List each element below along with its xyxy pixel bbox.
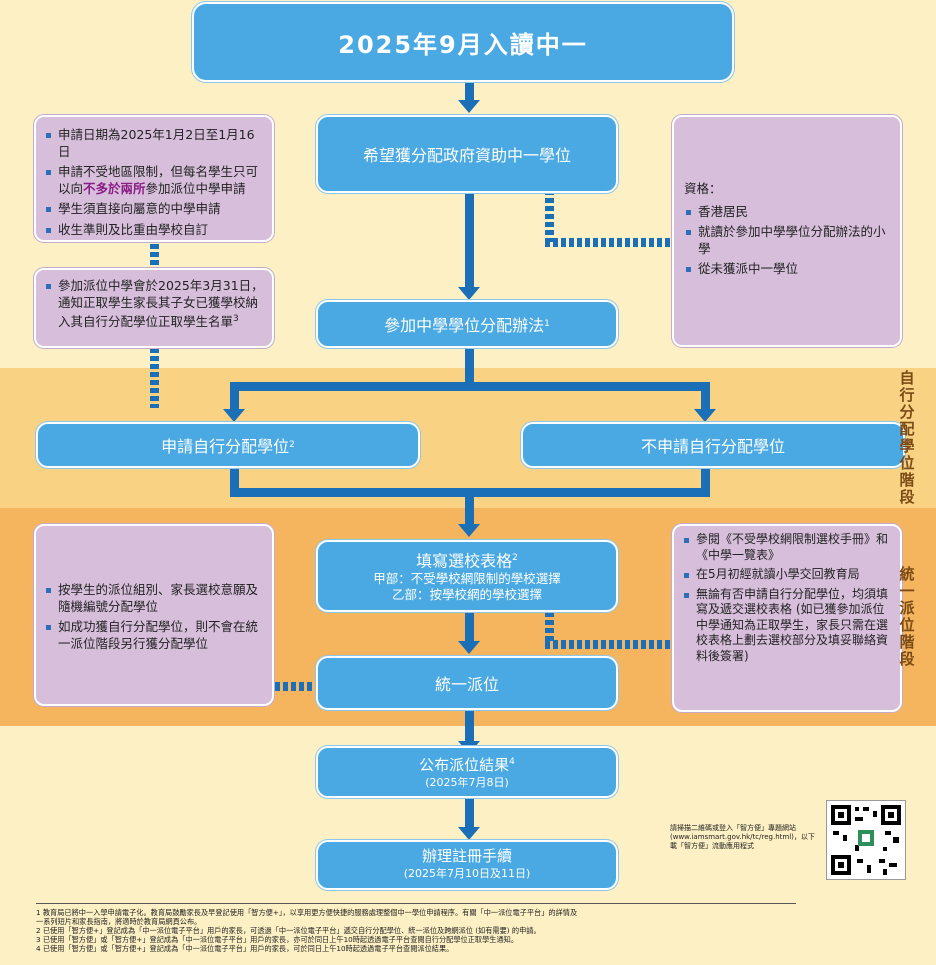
connector [465, 190, 474, 288]
title-box: 2025年9月入讀中一 [192, 2, 734, 82]
dotted-connector [150, 244, 159, 268]
step-announce-label: 公布派位結果 [419, 756, 510, 774]
step-not-apply-dp-box: 不申請自行分配學位 [521, 422, 905, 468]
footnote-ref: 3 [233, 314, 239, 324]
arrow-down-icon [458, 524, 480, 537]
note-successful-applicants: 參加派位中學會於2025年3月31日，通知正取學生家長其子女已獲學校納入其自行分… [34, 268, 274, 348]
list-item: 參閱《不受學校網限制選校手冊》和《中學一覽表》 [682, 532, 892, 563]
connector [465, 796, 474, 828]
connector [465, 610, 474, 642]
note-list: 按學生的派位組別、家長選校意願及隨機編號分配學位 如成功獲自行分配學位，則不會在… [44, 582, 264, 652]
step-fill-form-title: 填寫選校表格2 [318, 548, 616, 571]
step-announce-box: 公布派位結果4 (2025年7月8日) [316, 746, 618, 798]
list-item: 如成功獲自行分配學位，則不會在統一派位階段另行獲分配學位 [44, 619, 264, 652]
dotted-connector [545, 612, 554, 644]
dotted-connector [545, 238, 673, 247]
step-fill-form-label: 填寫選校表格 [416, 551, 513, 571]
step-register-label: 辦理註冊手續 [421, 847, 512, 865]
footnote: 1 教育局已將中一入學申請電子化。教育局鼓勵家長及早登記使用「智方便+」，以享用… [36, 908, 578, 917]
step-hope-label: 希望獲分配政府資助中一學位 [362, 146, 571, 165]
list-item: 就讀於參加中學學位分配辦法的小學 [684, 224, 892, 257]
part-a-label: 甲部：不受學校網限制的學校選擇 [373, 571, 561, 587]
step-apply-dp-label: 申請自行分配學位 [161, 437, 290, 456]
step-join-label: 參加中學學位分配辦法 [384, 316, 545, 335]
qr-instruction: 請掃描二維碼或登入「智方便」專題網站 (www.iamsmart.gov.hk/… [670, 824, 815, 850]
footnotes: 1 教育局已將中一入學申請電子化。教育局鼓勵家長及早登記使用「智方便+」，以享用… [36, 903, 796, 953]
list-item: 在5月初經就讀小學交回教育局 [682, 567, 892, 583]
step-announce-content: 公布派位結果4 (2025年7月8日) [318, 748, 616, 790]
list-item: 申請不受地區限制，但每名學生只可以向不多於兩所參加派位中學申請 [44, 164, 264, 197]
step-register-content: 辦理註冊手續 (2025年7月10日及11日) [318, 842, 616, 881]
connector [230, 382, 710, 391]
eligibility-heading: 資格： [684, 181, 722, 196]
step-not-apply-dp-label: 不申請自行分配學位 [640, 437, 785, 456]
connector [465, 80, 474, 102]
dotted-connector [275, 682, 320, 691]
footnote-ref: 4 [509, 757, 515, 767]
qr-code-icon[interactable] [826, 800, 906, 880]
announce-date: (2025年7月8日) [425, 776, 509, 789]
dotted-connector [150, 348, 159, 408]
arrow-down-icon [694, 409, 716, 422]
footnote: 4 已使用「智方便」或「智方便+」登記成為「中一派位電子平台」用戶的家長，可於同… [36, 944, 454, 953]
connector [230, 465, 239, 495]
note-list: 申請日期為2025年1月2日至1月16日 申請不受地區限制，但每名學生只可以向不… [44, 127, 264, 238]
connector [465, 345, 474, 385]
list-item-text: 申請不受地區限制，但每名學生只可以向 [58, 164, 259, 196]
stage-label-discretionary: 自行分配學位階段 [899, 369, 915, 506]
arrow-down-icon [223, 409, 245, 422]
list-item: 申請日期為2025年1月2日至1月16日 [44, 127, 264, 160]
step-hope-box: 希望獲分配政府資助中一學位 [316, 115, 618, 193]
footnote: 3 已使用「智方便」或「智方便+」登記成為「中一派位電子平台」用戶的家長，亦可於… [36, 935, 519, 944]
qr-code-graphic [831, 805, 901, 875]
list-item: 香港居民 [684, 204, 892, 221]
part-b-label: 乙部：按學校網的學校選擇 [391, 586, 542, 602]
footnote: 2 已使用「智方便+」登記成為「中一派位電子平台」用戶的家長，可透過「中一派位電… [36, 926, 541, 935]
list-item-tail: 參加派位中學申請 [145, 180, 246, 196]
step-announce-title: 公布派位結果4 [318, 753, 616, 775]
note-eligibility: 資格： 香港居民 就讀於參加中學學位分配辦法的小學 從未獲派中一學位 [672, 115, 902, 347]
note-list: 參閱《不受學校網限制選校手冊》和《中學一覽表》 在5月初經就讀小學交回教育局 無… [682, 532, 892, 664]
list-item: 從未獲派中一學位 [684, 261, 892, 278]
connector [701, 382, 710, 410]
note-application-details: 申請日期為2025年1月2日至1月16日 申請不受地區限制，但每名學生只可以向不… [34, 115, 274, 242]
page-title: 2025年9月入讀中一 [338, 30, 588, 59]
list-item: 學生須直接向屬意的中學申請 [44, 201, 264, 218]
footnote-ref: 2 [289, 440, 295, 450]
register-date: (2025年7月10日及11日) [403, 867, 531, 880]
arrow-down-icon [458, 287, 480, 300]
connector [701, 465, 710, 495]
arrow-down-icon [458, 827, 480, 840]
step-fill-form-content: 填寫選校表格2 甲部：不受學校網限制的學校選擇 乙部：按學校網的學校選擇 [318, 542, 616, 602]
list-item: 按學生的派位組別、家長選校意願及隨機編號分配學位 [44, 582, 264, 615]
footnote-ref: 2 [512, 553, 518, 563]
stage-label-central: 統一派位階段 [899, 565, 915, 668]
connector [230, 382, 239, 410]
step-cp-box: 統一派位 [316, 656, 618, 710]
list-item-text: 參加派位中學會於2025年3月31日，通知正取學生家長其子女已獲學校納入其自行分… [58, 278, 264, 330]
dotted-connector [545, 640, 673, 649]
step-fill-form-box: 填寫選校表格2 甲部：不受學校網限制的學校選擇 乙部：按學校網的學校選擇 [316, 540, 618, 612]
note-allocation-method: 按學生的派位組別、家長選校意願及隨機編號分配學位 如成功獲自行分配學位，則不會在… [34, 524, 274, 706]
connector [465, 488, 474, 526]
step-cp-label: 統一派位 [434, 675, 499, 694]
list-item: 參加派位中學會於2025年3月31日，通知正取學生家長其子女已獲學校納入其自行分… [44, 278, 264, 331]
list-item: 無論有否申請自行分配學位，均須填寫及遞交選校表格 (如已獲參加派位中學通知為正取… [682, 587, 892, 665]
dotted-connector [545, 190, 554, 242]
footnote-ref: 1 [544, 319, 550, 329]
note-choice-form: 參閱《不受學校網限制選校手冊》和《中學一覽表》 在5月初經就讀小學交回教育局 無… [672, 524, 902, 712]
list-item: 收生準則及比重由學校自訂 [44, 222, 264, 239]
step-register-box: 辦理註冊手續 (2025年7月10日及11日) [316, 840, 618, 890]
note-list: 參加派位中學會於2025年3月31日，通知正取學生家長其子女已獲學校納入其自行分… [44, 278, 264, 331]
connector [465, 708, 474, 742]
arrow-down-icon [458, 100, 480, 113]
highlight-text: 不多於兩所 [83, 180, 146, 196]
note-list: 香港居民 就讀於參加中學學位分配辦法的小學 從未獲派中一學位 [684, 204, 892, 278]
footnote: 一系列短片和家長指南，將適時於教育局網頁公布。 [36, 917, 202, 926]
arrow-down-icon [458, 641, 480, 654]
